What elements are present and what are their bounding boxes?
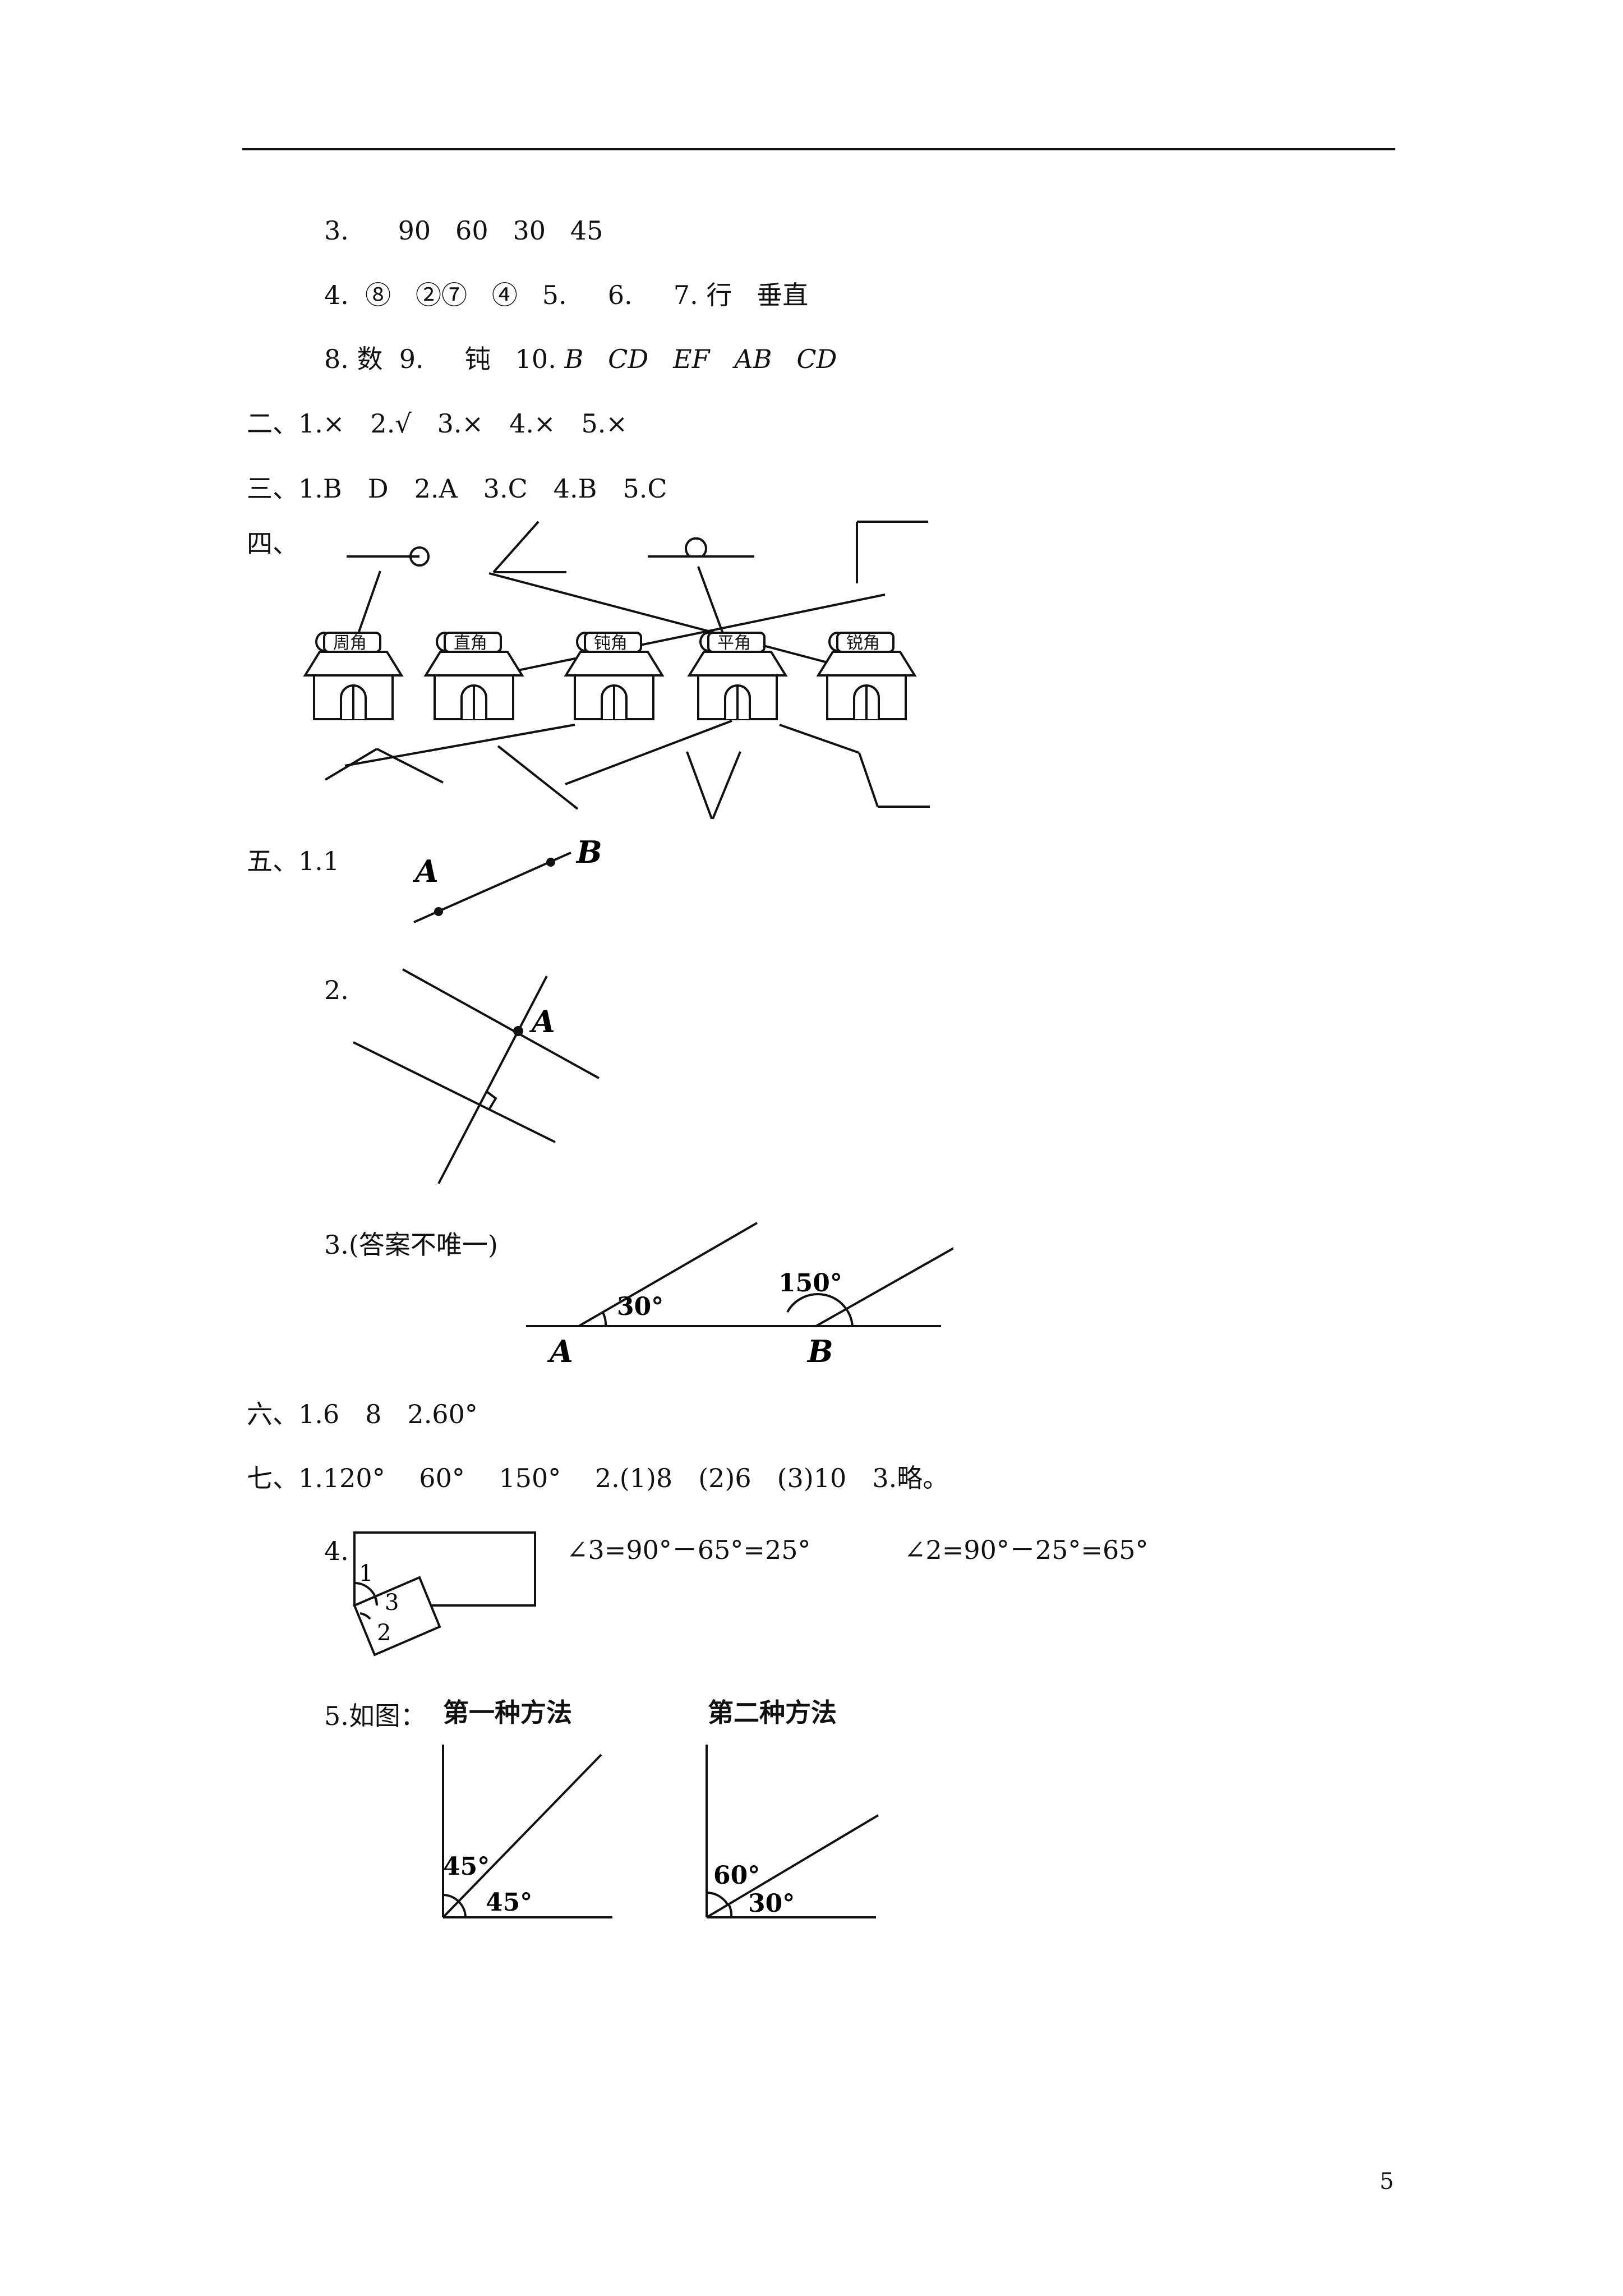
segment-ab-figure: A B (412, 834, 602, 923)
part-4-label: 四、 (247, 528, 298, 559)
house-label: 锐角 (846, 633, 880, 653)
method-2-figure: 60° 30° (706, 1745, 879, 1918)
angle-30-label: 30° (748, 1889, 795, 1918)
angle-150-label: 150° (778, 1269, 842, 1297)
page-number: 5 (1380, 2169, 1394, 2194)
equation-angle-2: ∠2=90°－25°=65° (904, 1535, 1149, 1565)
q5-3-text: 3.(答案不唯一) (324, 1230, 498, 1260)
angle-45-upper: 45° (443, 1852, 490, 1881)
answer-part-7-line1: 七、1.120° 60° 150° 2.(1)8 (2)6 (3)10 3.略。 (247, 1463, 949, 1493)
parallel-perpendicular-figure: A (353, 968, 600, 1184)
angle-matching-diagram: 周角 直角 钝角 平角 锐角 (303, 521, 930, 819)
rectangle-square-figure: 1 3 2 (353, 1531, 536, 1657)
house-label: 直角 (454, 633, 487, 653)
house-2: 直角 (423, 632, 524, 720)
angle-60-label: 60° (713, 1861, 760, 1890)
method-1-title: 第一种方法 (443, 1697, 572, 1728)
answer-line-8: 8. 数 9. 钝 10. B CD EF AB CD (324, 344, 837, 374)
angle-1-label: 1 (359, 1561, 373, 1586)
header-rule (242, 148, 1395, 150)
q5-2-number: 2. (324, 975, 349, 1005)
angle-2-label: 2 (377, 1620, 391, 1646)
answer-part-2: 二、1.× 2.√ 3.× 4.× 5.× (247, 408, 628, 439)
equation-angle-3: ∠3=90°－65°=25° (566, 1535, 811, 1565)
point-b-label: B (575, 834, 602, 870)
two-angle-figure: 30° 150° A B (526, 1222, 953, 1369)
answer-line-4: 4. ⑧ ②⑦ ④ 5. 6. 7. 行 垂直 (324, 280, 809, 310)
angle-30-label: 30° (617, 1292, 663, 1321)
point-b-label: B (806, 1333, 833, 1369)
point-a-label: A (412, 853, 439, 889)
answer-part-6: 六、1.6 8 2.60° (247, 1399, 478, 1429)
q7-5-number: 5.如图： (324, 1701, 426, 1731)
house-4: 平角 (687, 632, 788, 720)
house-label: 钝角 (594, 633, 628, 653)
house-1: 周角 (303, 632, 404, 720)
point-a-label: A (547, 1333, 573, 1369)
house-label: 平角 (717, 633, 751, 653)
house-label: 周角 (333, 633, 367, 653)
method-1-figure: 45° 45° (442, 1745, 612, 1918)
q7-4-number: 4. (324, 1536, 349, 1566)
point-a-label: A (529, 1004, 555, 1039)
house-3: 钝角 (564, 632, 665, 720)
answer-part-3: 三、1.B D 2.A 3.C 4.B 5.C (247, 473, 667, 504)
house-5: 锐角 (816, 632, 917, 720)
part-5-label: 五、1.1 (247, 846, 340, 876)
angle-45-lower: 45° (486, 1888, 532, 1917)
answer-line-3: 3. 90 60 30 45 (324, 215, 603, 246)
method-2-title: 第二种方法 (708, 1697, 837, 1728)
angle-3-label: 3 (385, 1590, 399, 1616)
